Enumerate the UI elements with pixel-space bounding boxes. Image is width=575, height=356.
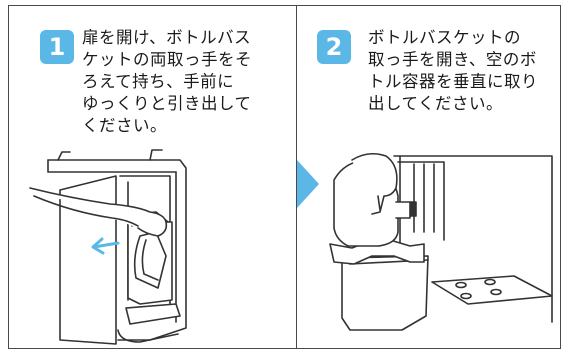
instruction-panel — [8, 5, 561, 349]
step-2-instruction-text: ボトルバスケットの 取っ手を開き、空のボ トル容器を垂直に取り 出してください。 — [368, 28, 538, 113]
step-1-number-badge: 1 — [40, 30, 74, 64]
pull-left-arrow-icon — [91, 237, 120, 255]
step-2-number-badge: 2 — [317, 30, 351, 64]
step-divider — [296, 5, 298, 349]
step-1-instruction-text: 扉を開け、ボトルバス ケットの両取っ手をそ ろえて持ち、手前に ゆっくりと引き出… — [82, 28, 252, 135]
